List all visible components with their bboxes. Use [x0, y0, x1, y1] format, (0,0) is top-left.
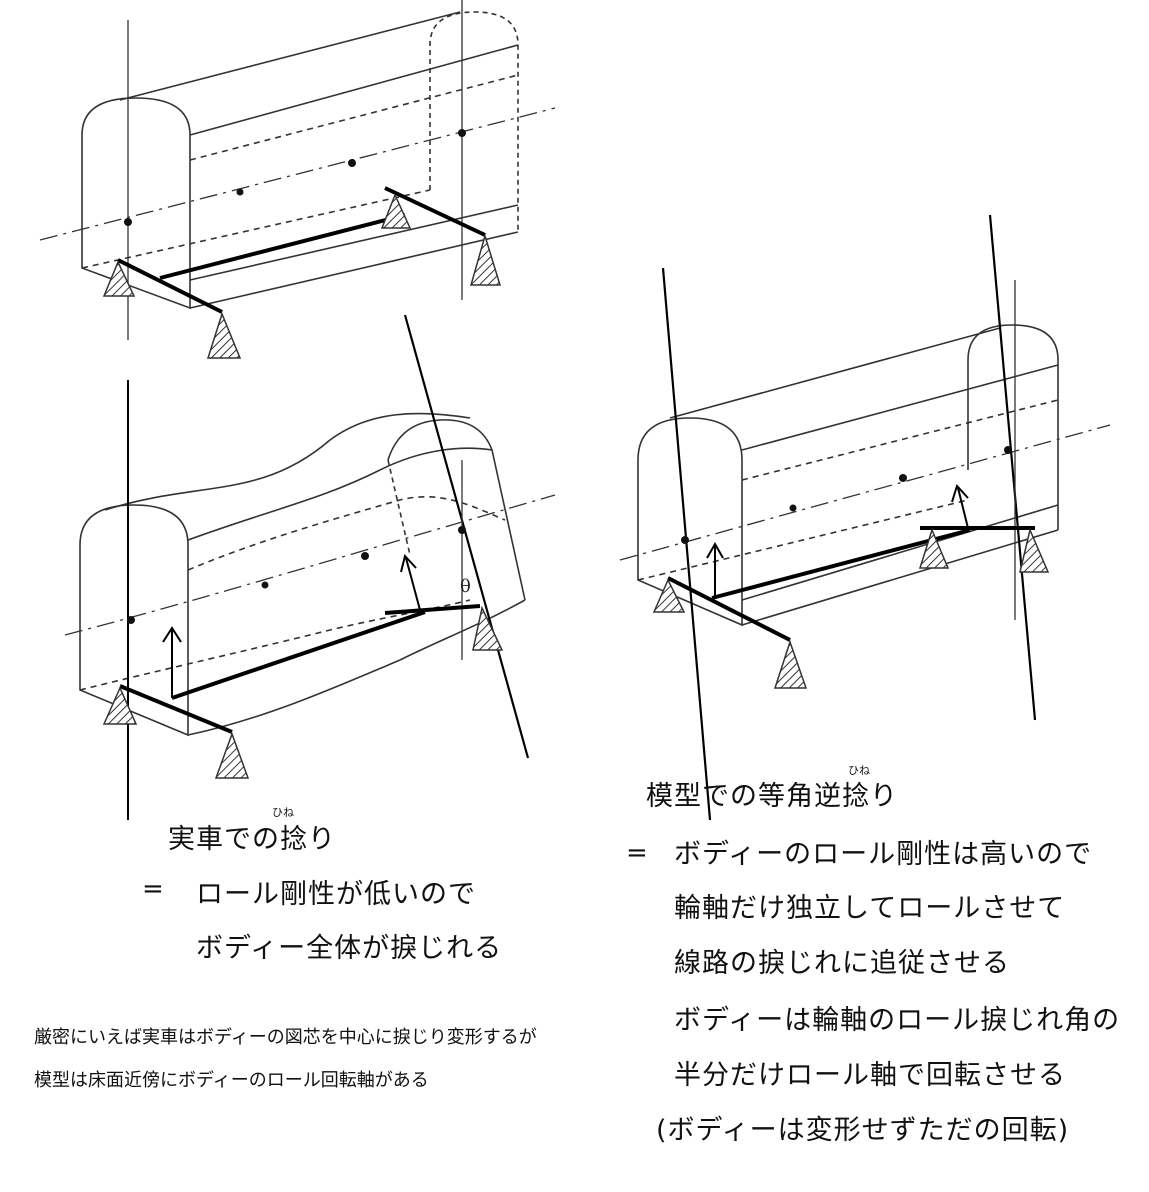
- right-line-2: 輪軸だけ独立してロールさせて: [674, 893, 1066, 924]
- right-line-1: ボディーのロール剛性は高いので: [674, 839, 1093, 870]
- right-line-5: 半分だけロール軸で回転させる: [674, 1060, 1066, 1091]
- right-wheelsets: [667, 526, 1035, 642]
- right-line-6: (ボディーは変形せずただの回転): [656, 1115, 1070, 1146]
- left-supports: [102, 605, 504, 779]
- right-title: 模型での等角逆捻り: [646, 781, 898, 812]
- right-line-4: ボディーは輪軸のロール捩じれ角の: [674, 1005, 1121, 1036]
- top-car-body: [81, 11, 519, 310]
- left-axis-points: [127, 526, 466, 624]
- note-line-1: 厳密にいえば実車はボディーの図芯を中心に捩じり変形するが: [34, 1027, 537, 1048]
- left-car-body: [79, 412, 526, 737]
- left-wheelsets: [119, 604, 481, 734]
- top-axis-points: [124, 129, 466, 226]
- right-car-body: [637, 324, 1059, 627]
- left-title-ruby: ひね: [272, 806, 294, 819]
- theta-label: θ: [460, 576, 471, 597]
- left-center-axis: [64, 314, 556, 820]
- right-title-ruby: ひね: [848, 764, 870, 777]
- top-supports: [102, 193, 502, 359]
- left-line-1: ロール剛性が低いので: [196, 879, 476, 910]
- left-equals: =: [142, 874, 164, 904]
- left-title: 実車での捻り: [168, 824, 336, 855]
- left-line-2: ボディー全体が捩じれる: [196, 933, 503, 964]
- right-roll-arrows: [706, 484, 969, 598]
- right-center-axis: [619, 214, 1111, 821]
- left-roll-arrows: [162, 553, 421, 698]
- right-equals: =: [626, 838, 648, 868]
- right-axis-points: [681, 446, 1012, 544]
- right-line-3: 線路の捩じれに追従させる: [674, 948, 1010, 979]
- note-line-2: 模型は床面近傍にボディーのロール回転軸がある: [34, 1070, 429, 1091]
- top-wheelsets: [117, 186, 486, 314]
- right-supports: [652, 527, 1050, 689]
